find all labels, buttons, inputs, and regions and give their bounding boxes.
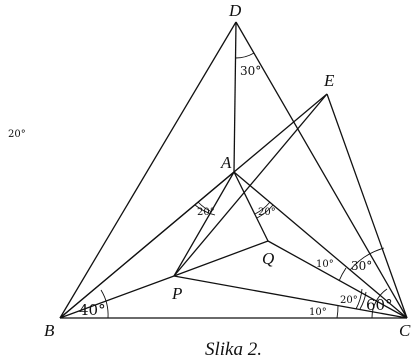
angle-label-D: 30° [240,64,261,78]
arc-A-right-2 [256,204,274,219]
arc-C-upper [338,267,347,282]
point-labels: D E A Q P B C [44,1,411,340]
segment-QC [267,240,408,319]
angle-label-C-60: 60° [366,296,393,314]
segment-AC [233,171,408,319]
label-E: E [323,71,335,90]
segment-DA [233,21,237,173]
angle-label-A-left: 20° [197,207,215,218]
angle-arcs [100,52,388,319]
angle-label-A-right: 20° [258,207,276,218]
segment-BE [59,93,328,319]
arc-A-right-1 [254,201,271,215]
angle-label-stray: 20° [8,129,26,140]
angle-label-C-bottom: 10° [309,307,327,318]
arc-C-30 [349,247,385,271]
arc-B [100,289,109,319]
label-A: A [220,153,232,172]
label-B: B [44,321,55,340]
segment-PE [173,93,328,277]
angle-label-C-20: 20° [340,295,358,306]
label-D: D [228,1,242,20]
label-P: P [171,284,182,303]
label-C: C [399,321,411,340]
arc-C-20-1 [359,291,367,310]
segment-DC [235,21,408,319]
figure-caption: Slika 2. [205,339,262,360]
segment-PQ [173,240,269,277]
angle-labels: 20° 30° 20° 20° 40° 10° 10° 20° 30° 60° [8,64,393,319]
arc-C-20-2 [355,288,363,310]
label-Q: Q [262,249,274,268]
angle-label-C-30: 30° [351,259,372,273]
arc-C-bottom [336,304,339,319]
segment-EC [326,93,408,319]
arc-A-left-2 [194,204,216,216]
angle-label-C-upper: 10° [316,259,334,270]
segment-PA [173,171,235,277]
segment-PC [173,275,408,319]
arc-A-left-1 [197,201,213,213]
angle-label-B: 40° [79,301,106,319]
segments [59,21,408,319]
arc-C-60 [371,288,388,319]
segment-BD [59,21,237,319]
segment-BP [59,275,175,319]
segment-AQ [233,171,269,242]
arc-D [234,52,255,59]
